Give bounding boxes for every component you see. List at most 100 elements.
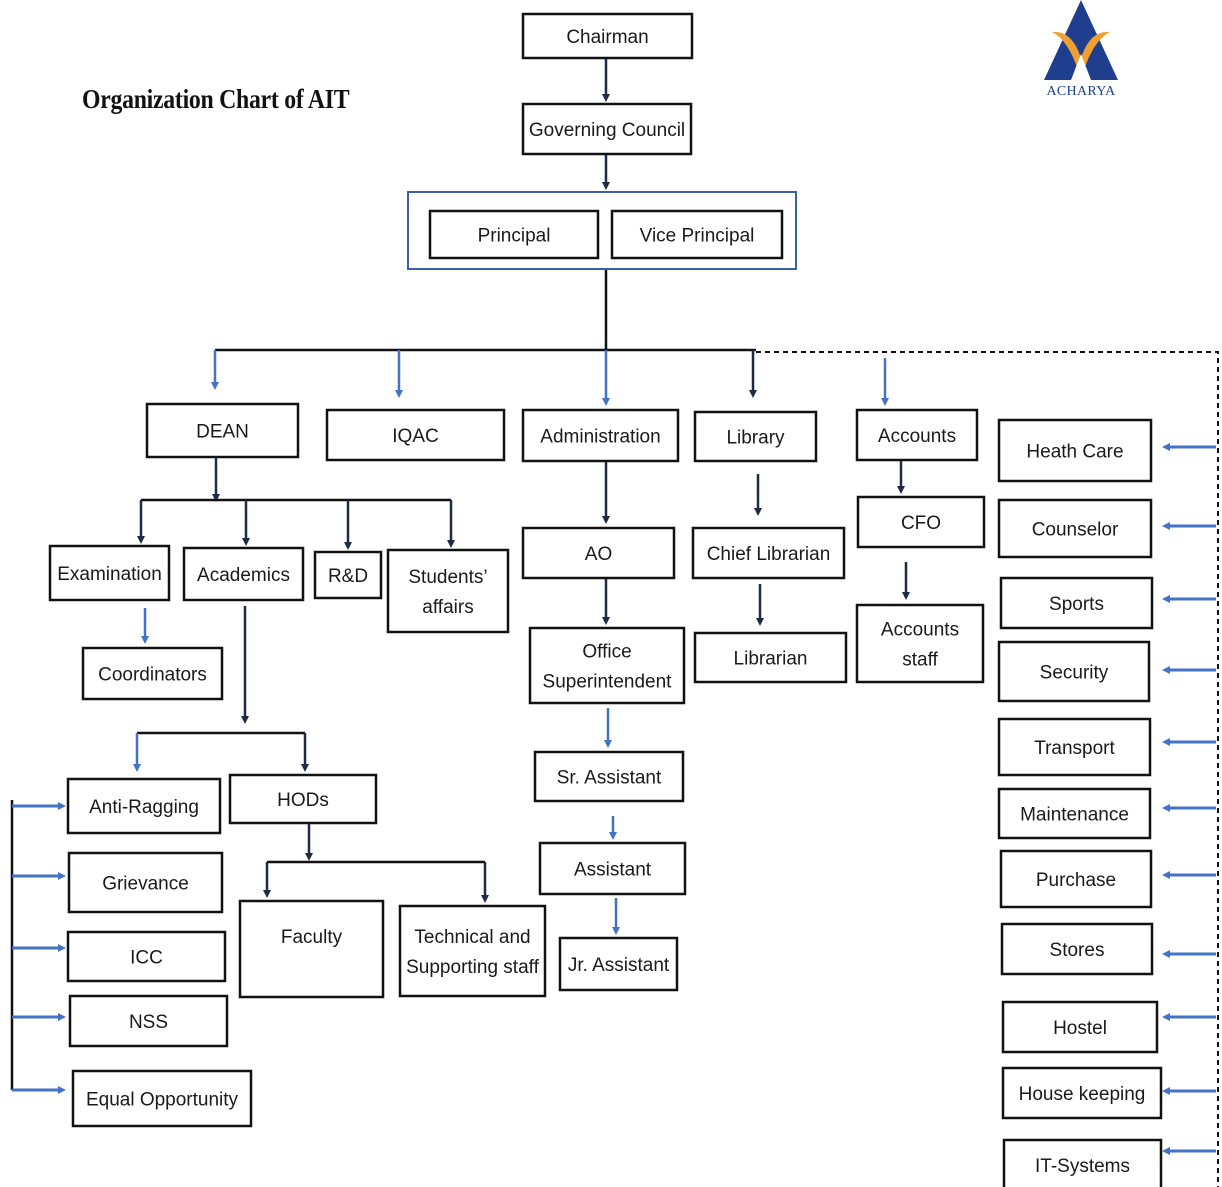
logo-text: ACHARYA [1046,84,1116,99]
node-label: Chief Librarian [707,544,831,565]
node-faculty: Faculty [238,899,385,999]
node-label: NSS [129,1012,168,1033]
node-jr-assistant: Jr. Assistant [558,936,679,992]
node-box [693,410,818,463]
node-box [999,849,1153,909]
node-box [610,209,784,260]
node-chief-librarian: Chief Librarian [691,526,846,580]
node-governing-council: Governing Council [521,102,693,156]
node-label: Accounts [878,426,956,447]
node-label: CFO [901,513,941,534]
node-label: Principal [478,226,551,247]
node-box [145,402,300,459]
node-assistant: Assistant [538,841,687,896]
node-box [528,626,686,705]
connector-lines [10,58,1219,1187]
node-label: Vice Principal [640,226,755,247]
node-box [521,408,680,463]
node-box [997,418,1153,483]
node-dean: DEAN [145,402,300,459]
node-label: Maintenance [1020,805,1129,826]
node-nss: NSS [68,994,229,1048]
node-security: Security [997,640,1151,703]
node-sports: Sports [999,576,1154,630]
node-box [999,576,1154,630]
node-box [68,994,229,1048]
node-house-keeping: House keeping [1001,1066,1163,1120]
node-label: Examination [57,564,162,585]
node-ao: AO [521,526,676,580]
node-vice-principal: Vice Principal [610,209,784,260]
node-principal: Principal [428,209,600,260]
node-box [71,1069,253,1128]
node-box [48,544,171,602]
node-cfo: CFO [856,495,986,549]
node-label: Librarian [734,649,808,670]
node-box [386,548,510,634]
node-box [521,102,693,156]
node-chairman: Chairman [521,12,694,60]
node-purchase: Purchase [999,849,1153,909]
node-box [228,773,378,825]
node-label: Hostel [1053,1018,1107,1039]
node-label: Assistant [574,860,652,881]
node-box [997,640,1151,703]
node-grievance: Grievance [67,851,224,914]
node-box [66,930,227,983]
node-box [66,777,222,835]
node-it-systems: IT-Systems [1002,1138,1163,1187]
node-box [182,546,305,602]
node-box [997,717,1152,777]
node-label: Equal Opportunity [86,1090,239,1111]
node-label: Academics [197,565,290,586]
node-academics: Academics [182,546,305,602]
node-hods: HODs [228,773,378,825]
node-box [1001,1066,1163,1120]
node-label: Sports [1049,594,1104,615]
node-box [533,750,685,803]
node-box [1002,1138,1163,1187]
node-label: Administration [540,427,660,448]
node-label: IT-Systems [1035,1156,1130,1177]
node-iqac: IQAC [325,408,506,462]
node-box [67,851,224,914]
node-label: Students’affairs [408,567,487,618]
node-label: HODs [277,790,329,811]
dashed-support-line [756,351,1219,1187]
node-label: Library [726,428,785,449]
node-library: Library [693,410,818,463]
node-anti-ragging: Anti-Ragging [66,777,222,835]
node-counselor: Counselor [997,498,1153,559]
node-label: Counselor [1032,520,1119,541]
node-sr-assistant: Sr. Assistant [533,750,685,803]
node-box [693,631,848,684]
node-label: Transport [1034,738,1115,759]
node-label: Grievance [102,874,189,895]
node-box [313,550,383,600]
node-label: House keeping [1019,1084,1146,1105]
node-label: Faculty [281,927,343,948]
node-label: Chairman [566,27,648,48]
node-box [81,646,224,701]
node-box [558,936,679,992]
node-librarian: Librarian [693,631,848,684]
node-transport: Transport [997,717,1152,777]
node-accounts: Accounts [855,408,979,462]
node-label: Heath Care [1026,442,1123,463]
node-administration: Administration [521,408,680,463]
node-label: Stores [1050,940,1105,961]
node-box [325,408,506,462]
node-rnd: R&D [313,550,383,600]
node-label: Sr. Assistant [557,768,662,789]
node-hostel: Hostel [1001,1000,1159,1054]
node-box [691,526,846,580]
node-label: DEAN [196,422,249,443]
node-box [997,787,1152,840]
node-coordinators: Coordinators [81,646,224,701]
node-box [855,408,979,462]
node-box [1001,1000,1159,1054]
